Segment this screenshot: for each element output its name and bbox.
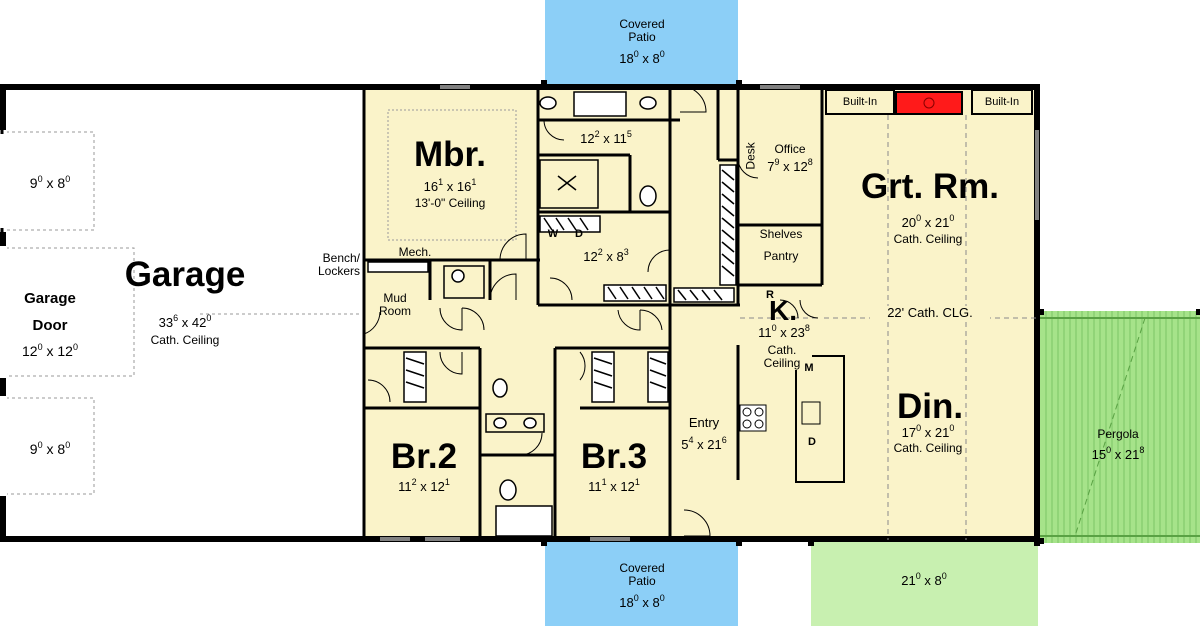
pergola-label: Pergola	[1097, 427, 1139, 441]
grt-rm-dimensions: 200 x 210	[901, 213, 955, 230]
back-deck-dimensions: 210 x 80	[901, 571, 947, 588]
ceiling-beams	[740, 115, 1036, 540]
office-label: Office	[774, 142, 806, 156]
interior-walls	[362, 84, 824, 542]
mud-room-label: Mud Room	[378, 291, 411, 319]
garage-door-label-2: Door	[32, 317, 68, 334]
back-deck-area	[811, 542, 1038, 626]
kitchen-ceiling: Cath. Ceiling	[752, 343, 812, 371]
sink-icon	[801, 401, 821, 425]
br3-dimensions: 111 x 121	[588, 477, 640, 494]
garage-label: Garage	[124, 255, 246, 294]
garage-bay-bottom-dimensions: 90 x 80	[29, 440, 71, 457]
closet-shelving	[367, 164, 737, 403]
built-in-right-label: Built-In	[984, 96, 1020, 108]
br3-label: Br.3	[580, 437, 648, 476]
covered-patio-top-dimensions: 180 x 80	[619, 49, 665, 66]
mbr-ceiling: 13'-0" Ceiling	[414, 196, 486, 210]
bench-lockers-label: Bench/ Lockers	[317, 251, 360, 279]
kitchen-dimensions: 110 x 238	[752, 324, 816, 341]
laundry-dimensions: 122 x 83	[583, 247, 629, 264]
washer-label: W	[547, 228, 559, 240]
garage-bay-top-dimensions: 90 x 80	[29, 174, 71, 191]
br2-label: Br.2	[390, 437, 458, 476]
din-label: Din.	[896, 387, 964, 426]
covered-patio-bottom-dimensions: 180 x 80	[619, 593, 665, 610]
garage-ceiling: Cath. Ceiling	[150, 333, 220, 347]
microwave-label: M	[804, 362, 814, 374]
master-bath-dimensions: 122 x 115	[580, 129, 632, 146]
covered-patio-top-area	[545, 0, 738, 84]
pergola-dimensions: 150 x 218	[1091, 445, 1145, 462]
shelves-label: Shelves	[759, 227, 803, 241]
garage-door-label-1: Garage	[24, 290, 76, 307]
kitchen-r-label: R	[766, 289, 774, 301]
mbr-tray-ceiling	[387, 109, 517, 241]
mech-label: Mech.	[398, 245, 432, 259]
br2-dimensions: 112 x 121	[398, 477, 450, 494]
office-dimensions: 79 x 128	[767, 157, 813, 174]
cath-clg-label: 22' Cath. CLG.	[870, 305, 990, 321]
bath-fixtures	[443, 91, 657, 537]
grt-rm-label: Grt. Rm.	[860, 167, 1000, 206]
garage-door-dimensions: 120 x 120	[22, 342, 78, 359]
dryer-label: D	[575, 228, 583, 240]
garage-dimensions: 336 x 420	[158, 313, 212, 330]
covered-patio-bottom-area	[545, 542, 738, 626]
mbr-label: Mbr.	[414, 135, 486, 174]
kitchen-label: K.	[769, 295, 797, 326]
fireplace-icon	[895, 91, 963, 115]
built-in-left-label: Built-In	[842, 96, 878, 108]
entry-label: Entry	[688, 415, 720, 430]
covered-patio-bottom-label: Covered Patio	[619, 561, 665, 589]
posts	[541, 80, 1200, 546]
covered-patio-top-label: Covered Patio	[619, 17, 665, 45]
built-ins	[825, 89, 1033, 115]
din-ceiling: Cath. Ceiling	[893, 441, 963, 455]
din-dimensions: 170 x 210	[901, 423, 955, 440]
garage-area	[0, 84, 364, 542]
door-swings	[363, 85, 819, 537]
pantry-label: Pantry	[763, 249, 799, 263]
kitchen-island	[795, 355, 845, 483]
entry-dimensions: 54 x 216	[681, 435, 727, 452]
mbr-dimensions: 161 x 161	[423, 177, 477, 194]
grt-rm-ceiling: Cath. Ceiling	[893, 232, 963, 246]
dishwasher-label: D	[808, 436, 816, 448]
pergola-area	[1040, 311, 1200, 543]
